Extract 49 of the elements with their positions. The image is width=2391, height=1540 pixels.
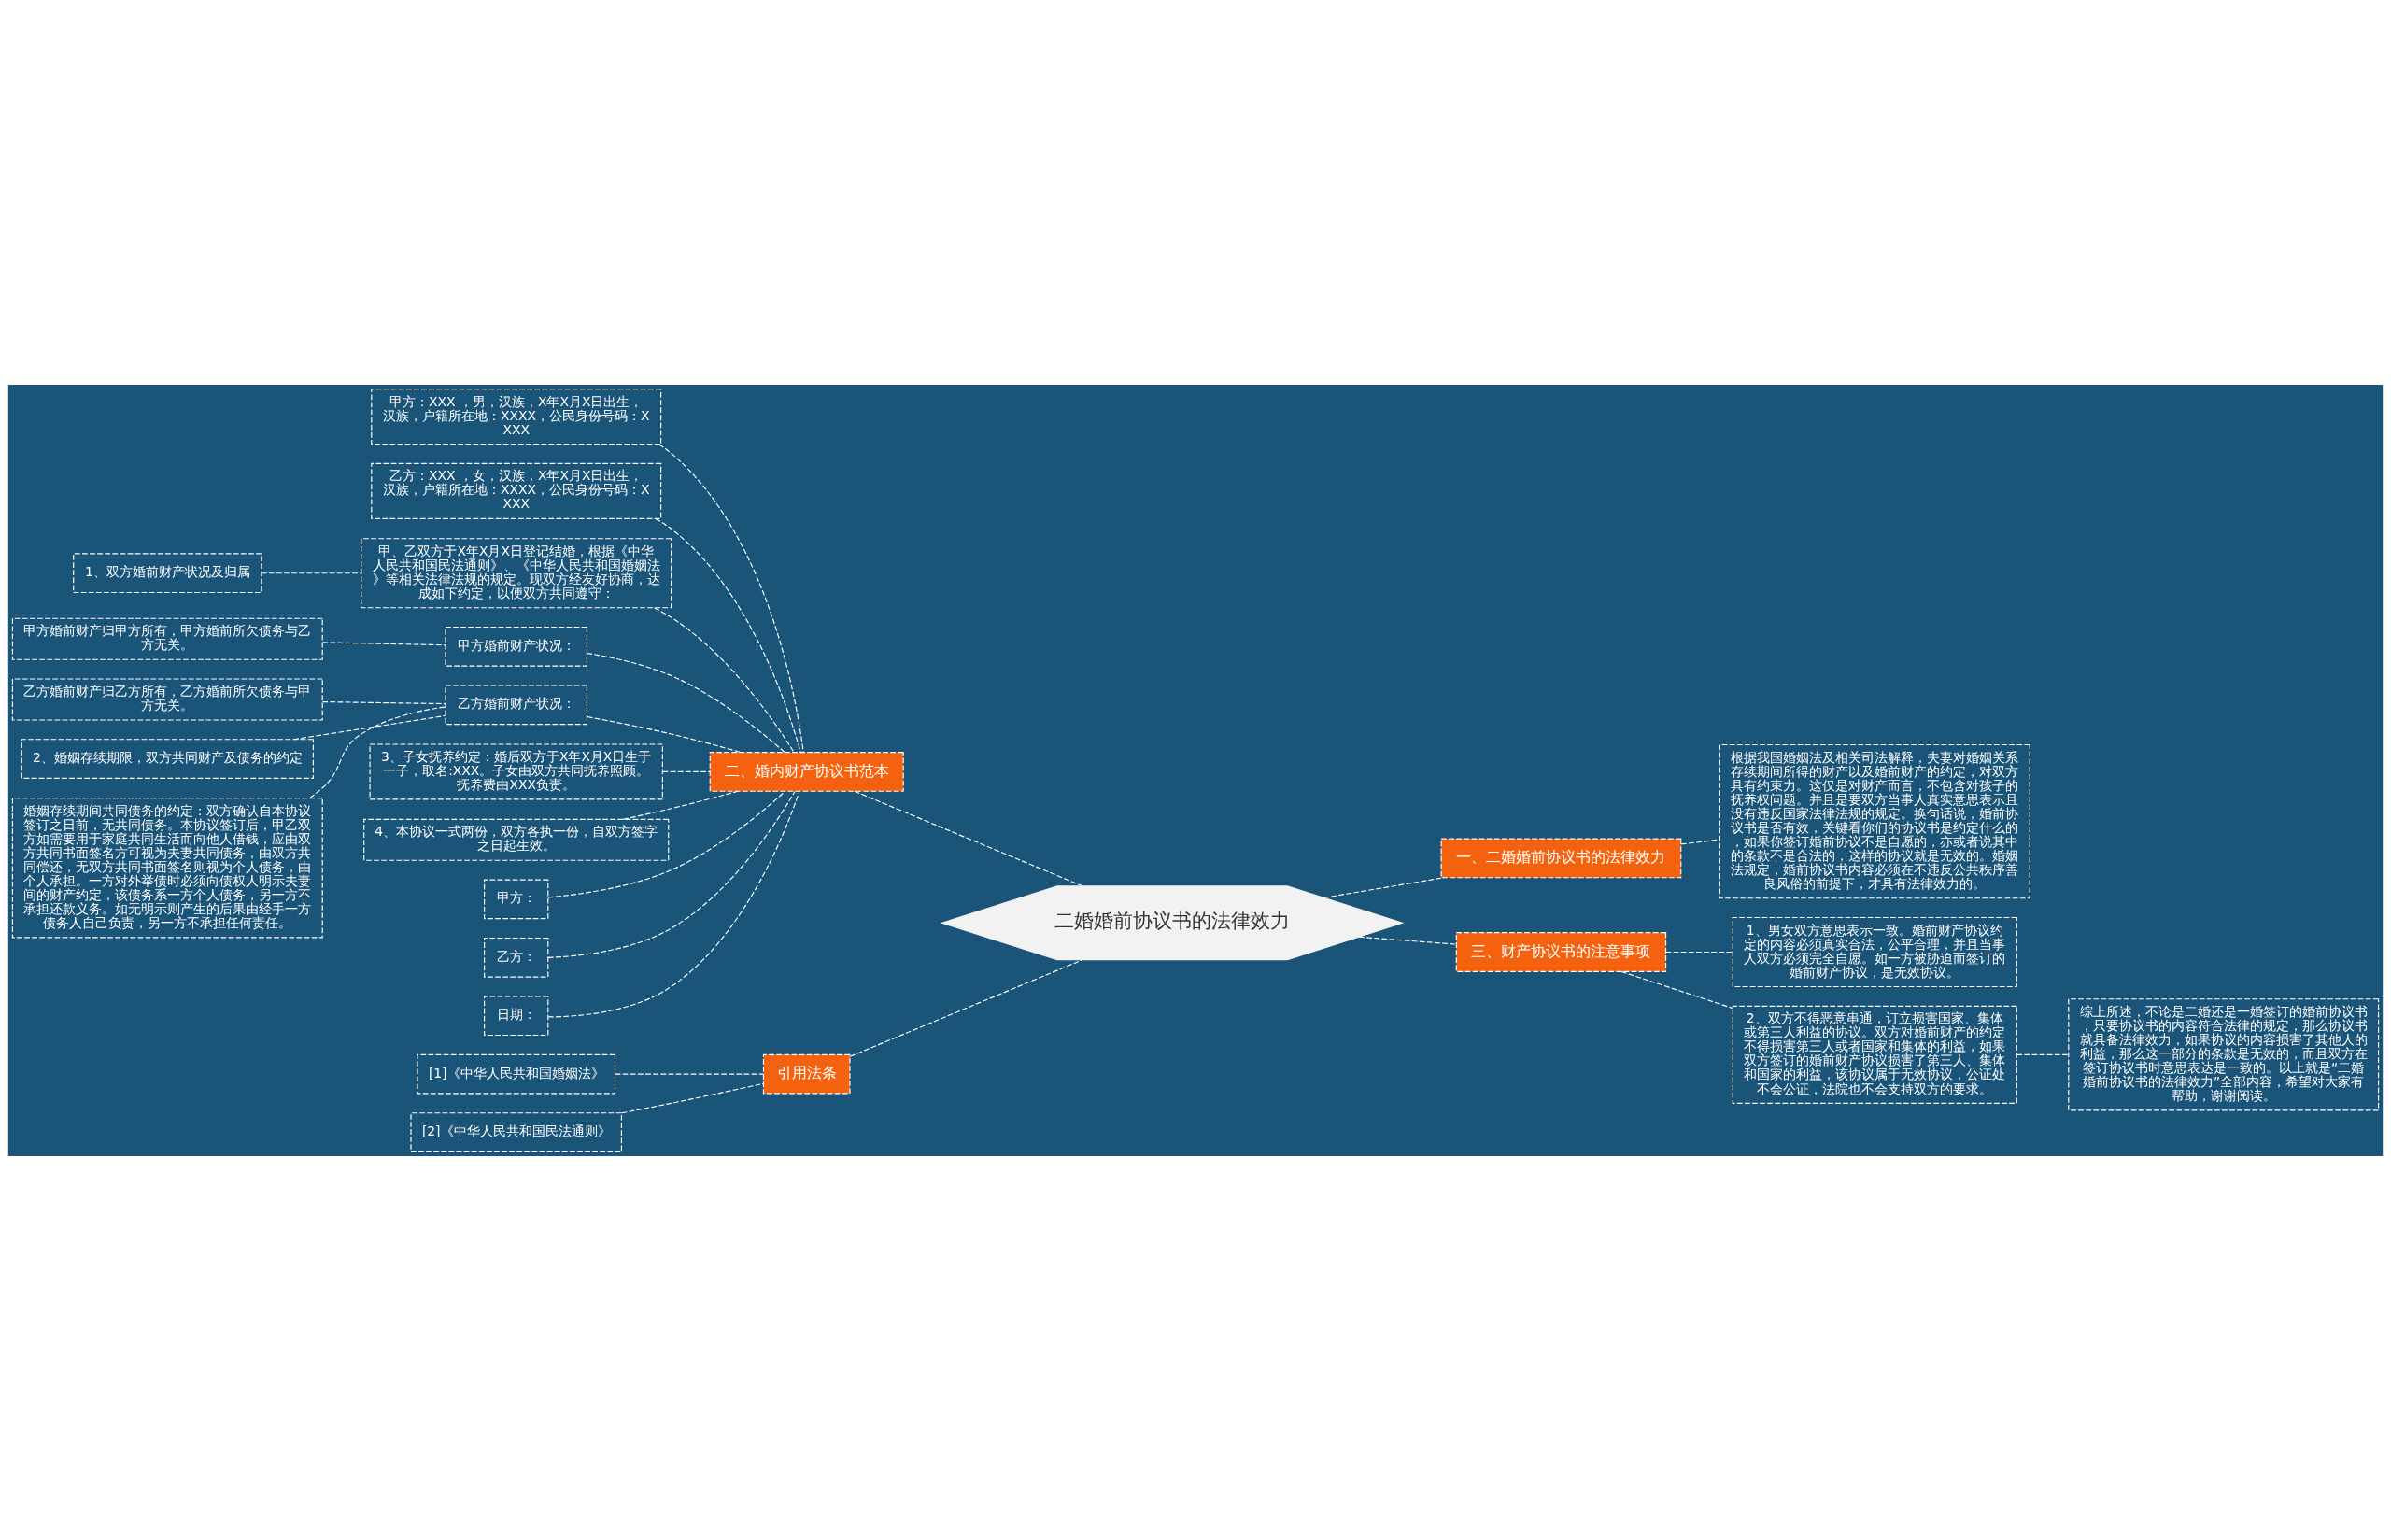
connector	[586, 652, 785, 753]
node-box: 2、婚姻存续期限，双方共同财产及债务的约定	[21, 738, 314, 779]
connector	[547, 790, 786, 897]
connector	[2016, 1053, 2070, 1055]
node-box: [1]《中华人民共和国婚姻法》	[417, 1053, 616, 1095]
node-box: 1、男女双方意思表示一致。婚前财产协议约定的内容必须真实合法，公平合理，并且当事人双方必须完全自愿。如一方被胁迫而签订的婚前财产协议，是无效协议。	[1732, 916, 2017, 987]
connector	[658, 443, 804, 753]
connector	[292, 714, 446, 740]
node-box: 一、二婚婚前协议书的法律效力	[1440, 838, 1682, 878]
node-box: 引用法条	[762, 1053, 851, 1095]
connector	[1665, 951, 1733, 953]
connector	[1358, 936, 1457, 945]
node-box: 甲方婚前财产归甲方所有，甲方婚前所欠债务与乙方无关。	[11, 617, 323, 660]
connector	[653, 606, 795, 753]
connector	[1680, 839, 1720, 844]
connector	[321, 641, 446, 645]
node-box: 甲、乙双方于X年X月X日登记结婚，根据《中华人民共和国民法通则》、《中华人民共和国婚姻法》等相关法律法规的规定。现双方经友好协商，达成如下约定，以便双方共同遵守：	[361, 537, 672, 608]
node-box: 甲方婚前财产状况：	[445, 626, 588, 667]
node-box: 三、财产协议书的注意事项	[1455, 931, 1667, 972]
node-box: 婚姻存续期间共同债务的约定：双方确认自本协议签订之日前，无共同债务。本协议签订后，甲乙双方如需要用于家庭共同生活而向他人借钱，应由双方共同书面签名方可视为夫妻共同债务，由双方共同偿还，无双方共同书面签名则视为个人债务，由个人承担。一方对外举债时必须向债权人明示夫妻间的财产约定，该债务系一方个人债务，另一方不承担还款义务。如无明示则产生的后果由经手一方债务人自己负责，另一方不承担任何责任。	[11, 797, 323, 938]
connector	[321, 700, 446, 704]
node-box: 根据我国婚姻法及相关司法解释，夫妻对婚姻关系存续期间所得的财产以及婚前财产的约定，对双方具有约束力。这仅是对财产而言，不包含对孩子的抚养权问题。并且是要双方当事人真实意思表示且没有违反国家法律法规的规定。换句话说，婚前协议书是否有效，关键看你们的协议书是约定什么的，如果你签订婚前协议不是自愿的，亦或者说其中的条款不是合法的，这样的协议就是无效的。婚姻法规定，婚前协议书内容必须在不违反公共秩序善良风俗的前提下，才具有法律效力的。	[1719, 743, 2030, 898]
node-box: 甲方：XXX ，男，汉族，X年X月X日出生，汉族，户籍所在地：XXXX，公民身份号码：XXXX	[371, 388, 662, 445]
connector	[1620, 970, 1733, 1009]
node-box: [2]《中华人民共和国民法通则》	[410, 1111, 623, 1152]
node-box: 二、婚内财产协议书范本	[709, 751, 904, 792]
connector	[655, 517, 801, 753]
connector	[621, 1082, 764, 1113]
node-box: 综上所述，不论是二婚还是一婚签订的婚前协议书，只要协议书的内容符合法律的规定，那么协议书就具备法律效力，如果协议的内容损害了其他人的利益，那么这一部分的条款是无效的，而且双方在签订协议书时意思表达是一致的。以上就是“二婚婚前协议书的法律效力”全部内容，希望对大家有帮助，谢谢阅读。	[2068, 997, 2380, 1110]
connector	[261, 572, 362, 573]
connector	[587, 715, 742, 753]
node-box: 2、双方不得恶意串通，订立损害国家、集体或第三人利益的协议。双方对婚前财产的约定不得损害第三人或者国家和集体的利益，如果双方签订的婚前财产协议损害了第三人、集体和国家的利益，该协议属于无效协议，公证处不会公证，法院也不会支持双方的要求。	[1732, 1005, 2017, 1104]
node-box: 乙方：XXX ，女，汉族，X年X月X日出生，汉族，户籍所在地：XXXX，公民身份号码：XXXX	[371, 462, 662, 519]
connector	[309, 706, 446, 798]
node-box: 甲方：	[484, 878, 549, 919]
connector	[849, 958, 1083, 1057]
node-box: 1、双方婚前财产状况及归属	[73, 552, 262, 593]
node-box: 乙方：	[484, 937, 549, 978]
connector	[615, 1073, 764, 1075]
connector	[661, 770, 711, 772]
connector	[854, 790, 1083, 886]
connector	[1323, 876, 1445, 898]
node-box: 乙方婚前财产状况：	[445, 684, 588, 725]
node-box: 3、子女抚养约定：婚后双方于X年X月X日生于一子，取名:XXX。子女由双方共同抚养照顾。抚养费由XXX负责。	[369, 742, 663, 799]
node-box: 乙方婚前财产归乙方所有，乙方婚前所欠债务与甲方无关。	[11, 677, 323, 721]
node-box: 4、本协议一式两份，双方各执一份，自双方签字之日起生效。	[363, 818, 670, 861]
connector	[547, 790, 796, 958]
node-box: 日期：	[484, 995, 549, 1036]
connector	[547, 790, 800, 1018]
